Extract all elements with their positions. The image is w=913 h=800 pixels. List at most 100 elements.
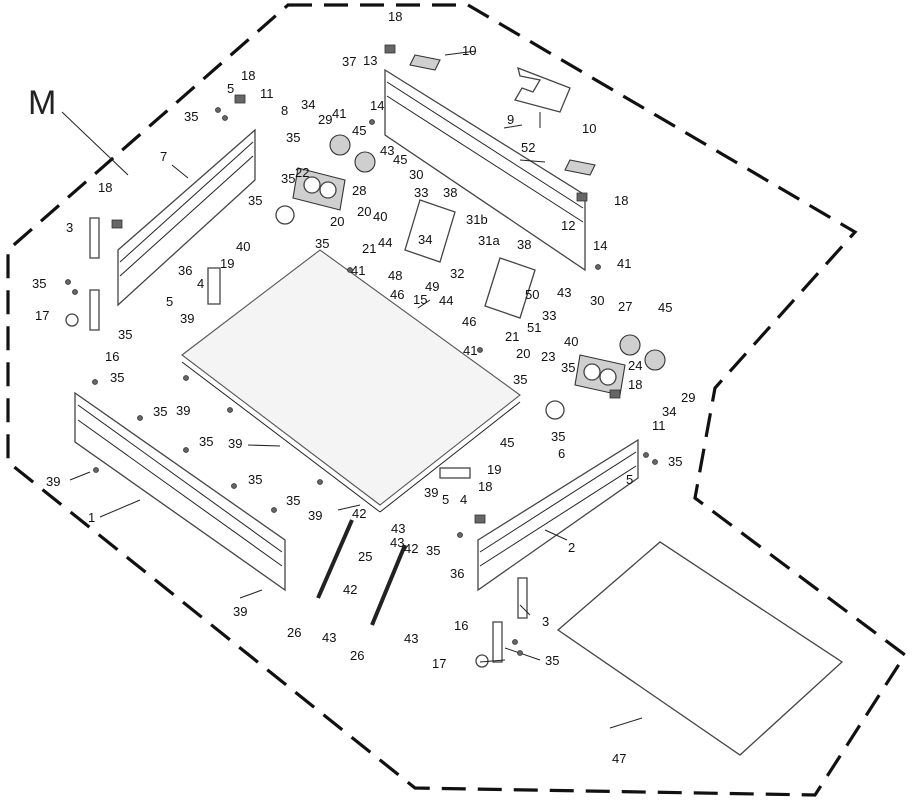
callout-30: 30 (409, 167, 423, 182)
callout-52: 52 (521, 140, 535, 155)
callout-11: 11 (260, 86, 274, 101)
callout-35: 35 (184, 109, 198, 124)
callout-45: 45 (658, 300, 672, 315)
group-boundary-outline (6, 3, 908, 797)
callout-24: 24 (628, 358, 642, 373)
callout-22: 22 (295, 165, 309, 180)
callout-39: 39 (176, 403, 190, 418)
callout-41: 41 (332, 106, 346, 121)
callout-35: 35 (281, 171, 295, 186)
callout-43: 43 (322, 630, 336, 645)
callout-43: 43 (557, 285, 571, 300)
callout-20: 20 (357, 204, 371, 219)
callout-34: 34 (301, 97, 315, 112)
figure-letter: M (28, 84, 56, 122)
callout-40: 40 (373, 209, 387, 224)
callout-35: 35 (199, 434, 213, 449)
callout-39: 39 (46, 474, 60, 489)
callout-45: 45 (500, 435, 514, 450)
callout-3: 3 (542, 614, 549, 629)
callout-numbers: 1 2 3 3 4 4 5 5 5 5 6 7 8 9 10 10 11 11 … (32, 9, 695, 766)
callout-46: 46 (390, 287, 404, 302)
handle-parts (409, 54, 596, 176)
right-side-panel-part (477, 438, 639, 592)
callout-8: 8 (281, 103, 288, 118)
callout-30: 30 (590, 293, 604, 308)
callout-13: 13 (363, 53, 377, 68)
callout-18: 18 (98, 180, 112, 195)
callout-37: 37 (342, 54, 356, 69)
callout-51: 51 (527, 320, 541, 335)
lamp-assembly-right-part (574, 354, 626, 396)
callout-19: 19 (220, 256, 234, 271)
callout-35: 35 (513, 372, 527, 387)
callout-12: 12 (561, 218, 575, 233)
callout-35: 35 (668, 454, 682, 469)
callout-36: 36 (178, 263, 192, 278)
front-panel-part (74, 391, 286, 592)
figure-letter-leader (61, 111, 129, 176)
bracket-19-parts (207, 267, 471, 479)
callout-43: 43 (391, 521, 405, 536)
callout-3: 3 (66, 220, 73, 235)
callout-35: 35 (315, 236, 329, 251)
callout-11: 11 (652, 418, 666, 433)
callout-7: 7 (160, 149, 167, 164)
callout-34: 34 (418, 232, 432, 247)
callout-18: 18 (628, 377, 642, 392)
callout-40: 40 (564, 334, 578, 349)
callout-35: 35 (118, 327, 132, 342)
callout-38: 38 (517, 237, 531, 252)
callout-31b: 31b (466, 212, 488, 227)
callout-34: 34 (662, 404, 676, 419)
lamp-housing-parts (275, 134, 666, 420)
callout-39: 39 (180, 311, 194, 326)
callout-42: 42 (343, 582, 357, 597)
callout-48: 48 (388, 268, 402, 283)
callout-46: 46 (462, 314, 476, 329)
bed-floor-part (181, 249, 521, 513)
callout-19: 19 (487, 462, 501, 477)
callout-44: 44 (378, 235, 392, 250)
callout-35: 35 (110, 370, 124, 385)
callout-10: 10 (462, 43, 476, 58)
callout-43: 43 (404, 631, 418, 646)
callout-17: 17 (35, 308, 49, 323)
lamp-assembly-left-part (292, 167, 346, 211)
gas-strut-parts (316, 519, 407, 626)
callout-35: 35 (286, 130, 300, 145)
callout-35: 35 (248, 193, 262, 208)
callout-41: 41 (351, 263, 365, 278)
callout-9: 9 (507, 112, 514, 127)
callout-20: 20 (516, 346, 530, 361)
callout-44: 44 (439, 293, 453, 308)
callout-32: 32 (450, 266, 464, 281)
callout-14: 14 (593, 238, 607, 253)
hardware-fasteners (65, 107, 658, 656)
callout-40: 40 (236, 239, 250, 254)
bed-mat-part (556, 541, 844, 756)
callout-16: 16 (454, 618, 468, 633)
callout-10: 10 (582, 121, 596, 136)
callout-42: 42 (404, 541, 418, 556)
callout-47: 47 (612, 751, 626, 766)
callout-41: 41 (617, 256, 631, 271)
callout-43: 43 (390, 535, 404, 550)
callout-39: 39 (228, 436, 242, 451)
callout-35: 35 (286, 493, 300, 508)
callout-4: 4 (460, 492, 467, 507)
callout-21: 21 (505, 329, 519, 344)
callout-36: 36 (450, 566, 464, 581)
callout-42: 42 (352, 506, 366, 521)
callout-33: 33 (414, 185, 428, 200)
callout-17: 17 (432, 656, 446, 671)
callout-50: 50 (525, 287, 539, 302)
callout-26: 26 (287, 625, 301, 640)
callout-23: 23 (541, 349, 555, 364)
latch-parts (65, 217, 528, 668)
callout-35: 35 (426, 543, 440, 558)
callout-21: 21 (362, 241, 376, 256)
callout-5: 5 (227, 81, 234, 96)
callout-25: 25 (358, 549, 372, 564)
